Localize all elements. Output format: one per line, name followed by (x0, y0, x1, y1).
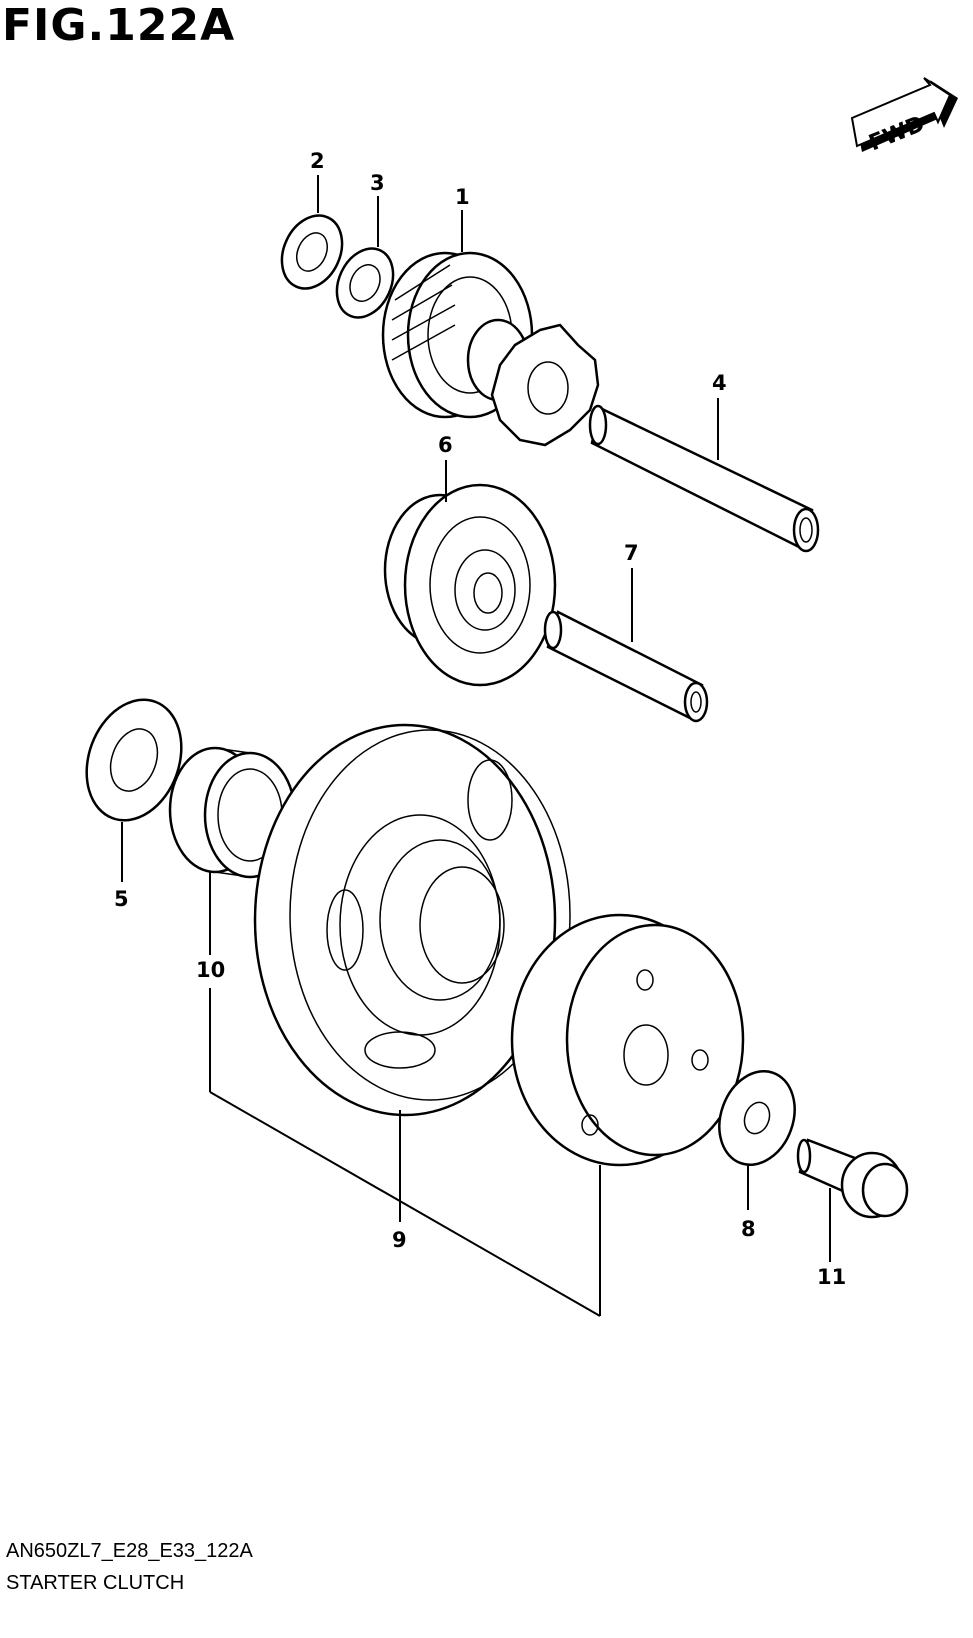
callout-4: 4 (712, 371, 727, 395)
callout-10: 10 (196, 958, 225, 982)
callout-3: 3 (370, 171, 385, 195)
callout-11: 11 (817, 1265, 846, 1289)
part-7-shaft (543, 610, 709, 723)
fwd-arrow-icon: FWD (850, 77, 958, 156)
callout-5: 5 (114, 887, 129, 911)
part-5-washer (85, 698, 183, 822)
part-6-idle-gear-2 (383, 483, 557, 687)
part-3-wave-washer (335, 247, 395, 319)
leader-lines (121, 175, 831, 1317)
part-9-driven-gear (253, 723, 571, 1117)
callout-6: 6 (438, 433, 453, 457)
figure-code: AN650ZL7_E28_E33_122A (6, 1540, 253, 1562)
part-8-washer (718, 1069, 796, 1167)
callout-numbers: 2 3 1 4 6 7 5 10 9 8 11 (114, 149, 846, 1289)
callout-7: 7 (624, 541, 639, 565)
callout-9: 9 (392, 1228, 407, 1252)
part-2-washer (280, 214, 344, 290)
part-11-bolt (796, 1138, 909, 1219)
figure-name: STARTER CLUTCH (6, 1572, 185, 1594)
callout-1: 1 (455, 185, 470, 209)
figure-title: FIG.122A (2, 0, 236, 51)
callout-8: 8 (741, 1217, 756, 1241)
callout-2: 2 (310, 149, 325, 173)
part-1-idle-gear (381, 251, 600, 447)
part-4-shaft (588, 404, 820, 553)
starter-clutch-housing (510, 913, 745, 1167)
